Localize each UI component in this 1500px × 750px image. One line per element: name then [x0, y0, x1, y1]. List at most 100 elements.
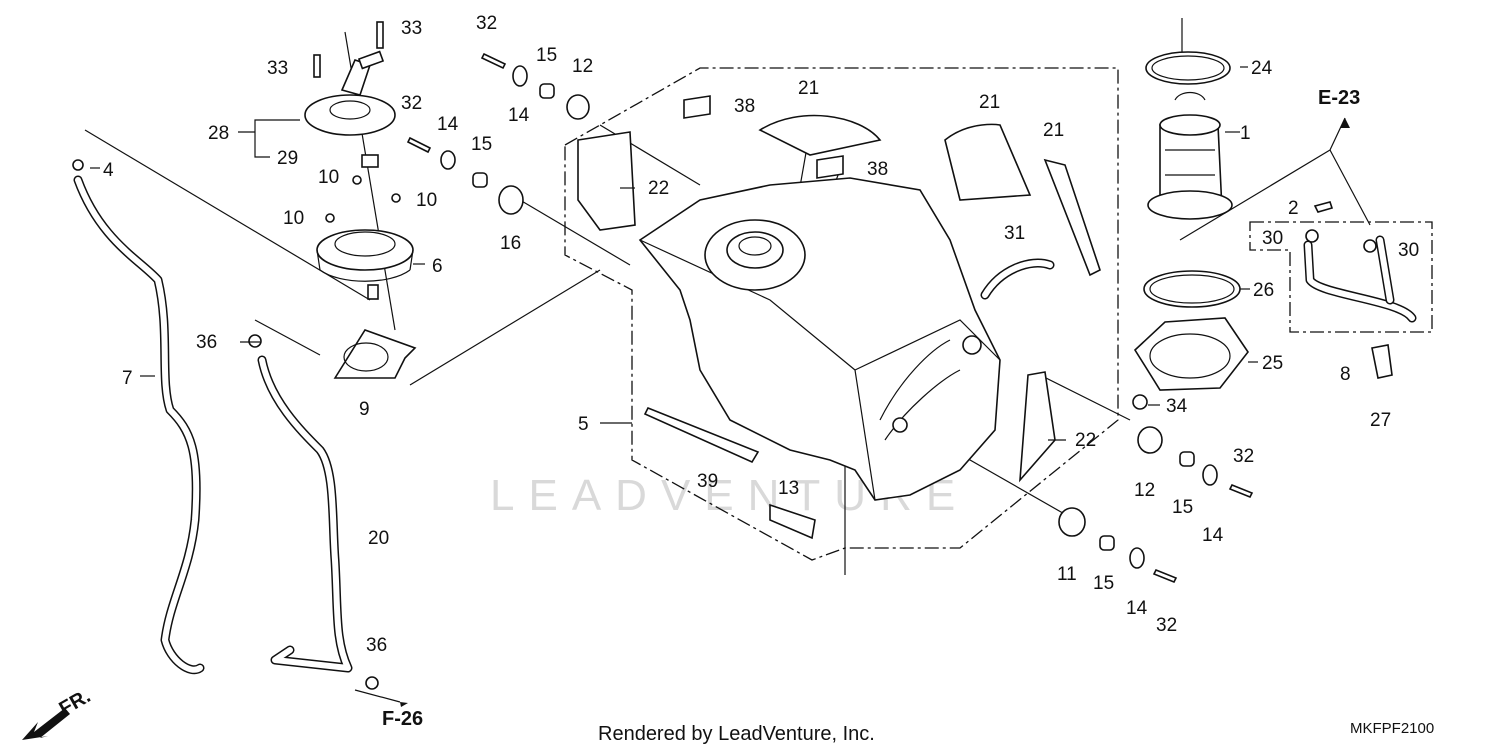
filler-ring [316, 229, 414, 300]
collar-15-low [1099, 535, 1115, 551]
e23-arrow-icon [1340, 118, 1350, 128]
label-36-b: 36 [366, 635, 387, 656]
pad-21-center [758, 114, 882, 156]
collar-15-top [539, 83, 555, 99]
pad-21-edge [1043, 158, 1101, 277]
label-38-a: 38 [734, 96, 755, 117]
bolt-32-left [406, 136, 432, 154]
clamp-36-upper [248, 334, 262, 348]
label-32-d: 32 [1156, 615, 1177, 636]
label-14-d: 14 [1126, 598, 1148, 619]
label-15-c: 15 [1172, 497, 1193, 518]
label-16: 16 [500, 233, 521, 254]
label-21-c: 21 [1043, 120, 1064, 141]
label-10-c: 10 [416, 190, 437, 211]
bolt-32-low [1152, 568, 1178, 584]
label-33-b: 33 [267, 58, 288, 79]
label-32-a: 32 [476, 13, 497, 34]
label-22-b: 22 [1075, 430, 1096, 451]
label-6: 6 [432, 256, 443, 277]
bolt-32-right [1228, 483, 1254, 499]
nut-34 [1132, 394, 1148, 410]
label-36-a: 36 [196, 332, 217, 353]
label-11: 11 [1057, 564, 1077, 585]
label-12-b: 12 [1134, 480, 1155, 501]
ref-f26: F-26 [382, 708, 423, 730]
label-14-a: 14 [508, 105, 530, 126]
label-15-d: 15 [1093, 573, 1114, 594]
strip-39 [643, 406, 760, 464]
label-32-b: 32 [401, 93, 422, 114]
washer-10-b [325, 213, 335, 223]
ref-e23: E-23 [1318, 87, 1360, 109]
footer-diagram-code: MKFPF2100 [1350, 720, 1434, 737]
collar-15-right [1179, 451, 1195, 467]
fuel-feed-hose [1303, 235, 1417, 323]
collar-15-mid [472, 172, 488, 188]
pad-13 [769, 503, 816, 540]
hose-assembly-frame [1249, 221, 1433, 333]
label-2: 2 [1288, 198, 1299, 219]
label-ticks [90, 66, 1258, 441]
label-30-b: 30 [1398, 240, 1419, 261]
washer-14-right [1202, 464, 1218, 486]
breather-hose [73, 175, 205, 675]
label-12-a: 12 [572, 56, 593, 77]
label-25: 25 [1262, 353, 1283, 374]
label-39: 39 [697, 471, 718, 492]
label-14-b: 14 [437, 114, 459, 135]
label-21-a: 21 [798, 78, 819, 99]
seal-ring-24 [1145, 51, 1231, 85]
label-21-b: 21 [979, 92, 1000, 113]
fuel-tank [638, 177, 1001, 501]
clamp-36-lower [365, 676, 379, 690]
washer-14-low [1129, 547, 1145, 569]
pad-38-top [683, 95, 711, 119]
pump-plate-25 [1133, 317, 1249, 391]
label-10-a: 10 [318, 167, 339, 188]
seal-ring-26 [1143, 270, 1241, 308]
filler-cap-assembly [304, 50, 396, 168]
label-13: 13 [778, 478, 799, 499]
label-34: 34 [1166, 396, 1188, 417]
label-5: 5 [578, 414, 589, 435]
label-15-b: 15 [471, 134, 492, 155]
washer-10-c [391, 193, 401, 203]
label-24: 24 [1251, 58, 1273, 79]
clip-4 [72, 159, 84, 171]
pad-21-right [944, 123, 1032, 201]
label-14-c: 14 [1202, 525, 1224, 546]
label-20: 20 [368, 528, 389, 549]
label-7: 7 [122, 368, 133, 389]
label-29: 29 [277, 148, 298, 169]
rubber-11 [1058, 507, 1086, 537]
label-4: 4 [103, 160, 114, 181]
tube-31 [980, 258, 1055, 300]
label-33-a: 33 [401, 18, 422, 39]
pad-38-mid [816, 155, 844, 179]
pad-22-left [577, 131, 636, 231]
label-31: 31 [1004, 223, 1025, 244]
bolt-33-left [313, 54, 321, 78]
label-30-a: 30 [1262, 228, 1283, 249]
label-9: 9 [359, 399, 370, 420]
footer-rendered-by: Rendered by LeadVenture, Inc. [598, 723, 875, 745]
label-38-b: 38 [867, 159, 888, 180]
rubber-16 [498, 185, 524, 215]
clip-30-right [1363, 239, 1377, 253]
label-27: 27 [1370, 410, 1391, 431]
label-8: 8 [1340, 364, 1351, 385]
fuel-pump [1147, 91, 1233, 220]
label-15-a: 15 [536, 45, 557, 66]
f26-arrow-icon [400, 702, 408, 707]
washer-14-left [440, 150, 456, 170]
label-22-a: 22 [648, 178, 669, 199]
front-arrow-icon [22, 708, 70, 740]
filler-gasket [333, 329, 417, 379]
clip-30-left [1305, 229, 1319, 243]
label-32-c: 32 [1233, 446, 1254, 467]
rubber-12-top [566, 94, 590, 120]
washer-14-top [512, 65, 528, 87]
bolt-33-upper [376, 21, 384, 49]
